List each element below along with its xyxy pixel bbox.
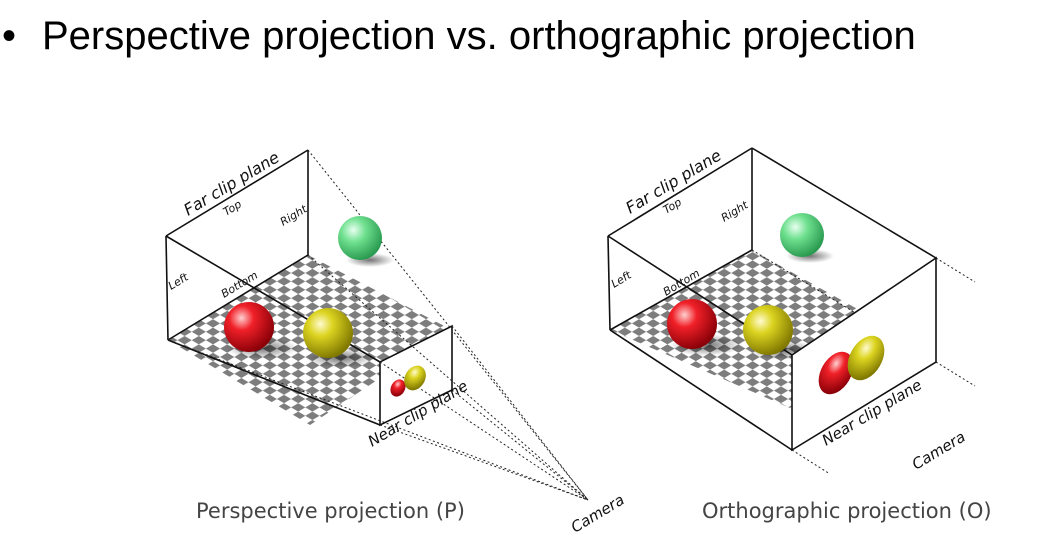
orthographic-red-sphere — [667, 299, 717, 349]
perspective-right-label: Right — [278, 202, 310, 228]
orthographic-right-label: Right — [719, 198, 751, 224]
perspective-caption: Perspective projection (P) — [196, 499, 465, 523]
orthographic-diagram: Far clip plane Top Right Left Bottom Nea… — [607, 145, 992, 523]
orthographic-caption: Orthographic projection (O) — [702, 499, 992, 523]
perspective-red-sphere — [224, 302, 274, 352]
perspective-yellow-sphere — [303, 308, 353, 358]
perspective-red-projection — [390, 379, 406, 397]
perspective-left-label: Left — [166, 270, 191, 292]
slide-title: • Perspective projection vs. orthographi… — [0, 10, 1040, 66]
orthographic-yellow-projection — [847, 335, 885, 381]
perspective-diagram: Far clip plane Top Right Left Bottom Nea… — [165, 147, 628, 537]
orthographic-green-sphere — [780, 213, 824, 257]
orthographic-box-outline — [607, 147, 937, 451]
orthographic-camera-label: Camera — [909, 428, 969, 474]
title-bullet: • — [2, 14, 17, 58]
perspective-green-sphere — [338, 216, 382, 260]
orthographic-left-label: Left — [609, 268, 634, 290]
perspective-camera-label: Camera — [568, 491, 628, 537]
slide-title-text: Perspective projection vs. orthographic … — [42, 14, 916, 58]
orthographic-red-projection — [818, 351, 854, 395]
orthographic-yellow-sphere — [743, 305, 793, 355]
orthographic-camera-rays — [751, 249, 976, 475]
orthographic-top-label: Top — [661, 196, 684, 217]
perspective-yellow-projection — [404, 365, 426, 391]
